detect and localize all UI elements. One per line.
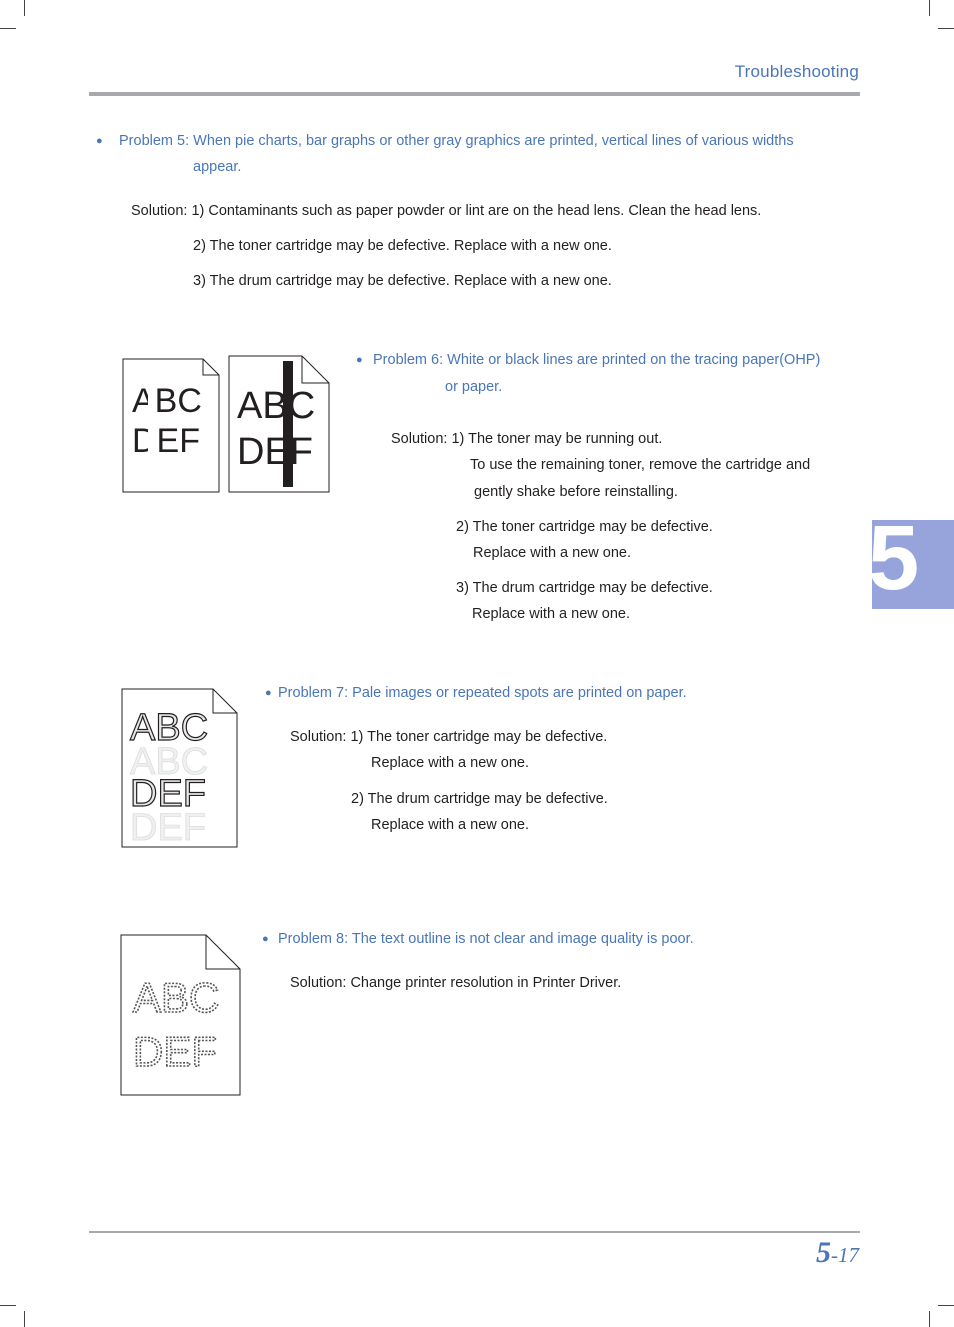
problem-6-solution-3: 3) The drum cartridge may be defective.: [456, 580, 713, 596]
problem-8-illustration: ABC DEF: [120, 934, 241, 1096]
sample-text-abc: ABC: [133, 974, 219, 1021]
problem-5-title: Problem 5: When pie charts, bar graphs o…: [119, 133, 794, 149]
crop-mark: [24, 0, 25, 16]
problem-6-solution-3-detail: Replace with a new one.: [472, 606, 630, 622]
crop-mark: [24, 1311, 25, 1327]
page-number: 5-17: [816, 1236, 859, 1270]
problem-7-solution-2-detail: Replace with a new one.: [371, 817, 529, 833]
problem-6-solution-2-detail: Replace with a new one.: [473, 545, 631, 561]
sample-text-abc: ABC: [132, 382, 202, 420]
problem-5-solution-2: 2) The toner cartridge may be defective.…: [193, 238, 612, 254]
sample-text-abc-ghost: ABC: [130, 741, 208, 783]
crop-mark: [929, 0, 930, 16]
problem-7-solution-1-detail: Replace with a new one.: [371, 755, 529, 771]
sample-text-def: DEF: [130, 773, 206, 815]
page-number-page: -17: [831, 1243, 859, 1267]
page-number-chapter: 5: [816, 1236, 831, 1269]
problem-7-solution-2: 2) The drum cartridge may be defective.: [351, 791, 608, 807]
chapter-tab-label: 5: [872, 520, 920, 609]
problem-7-solution-1: Solution: 1) The toner cartridge may be …: [290, 729, 608, 745]
problem-8-solution: Solution: Change printer resolution in P…: [290, 975, 622, 991]
problem-6-solution-2: 2) The toner cartridge may be defective.: [456, 519, 713, 535]
svg-text:DEF: DEF: [237, 431, 313, 473]
crop-mark: [938, 1305, 954, 1306]
svg-text:ABC: ABC: [237, 385, 315, 427]
section-title: Troubleshooting: [734, 62, 859, 81]
bullet-icon: ●: [262, 933, 269, 945]
problem-5-solution-3: 3) The drum cartridge may be defective. …: [193, 273, 612, 289]
problem-6-illustration: ABC DEF ABC DEF: [122, 355, 330, 493]
bullet-icon: ●: [356, 354, 363, 366]
problem-7-illustration: ABC ABC DEF DEF: [121, 688, 238, 849]
sample-text-def: DEF: [133, 1028, 217, 1075]
problem-8-title: Problem 8: The text outline is not clear…: [278, 931, 694, 947]
page-sample-white-line: ABC DEF: [122, 358, 220, 493]
problem-6-title-cont: or paper.: [445, 379, 503, 395]
sample-text-def: DEF: [132, 422, 200, 460]
chapter-tab: 5: [872, 520, 954, 609]
bullet-icon: ●: [96, 135, 103, 147]
crop-mark: [938, 28, 954, 29]
problem-6-solution-1-detail-cont: gently shake before reinstalling.: [474, 484, 678, 500]
footer-rule: [89, 1231, 860, 1233]
problem-6-title: Problem 6: White or black lines are prin…: [373, 352, 821, 368]
problem-7-title: Problem 7: Pale images or repeated spots…: [278, 685, 687, 701]
problem-6-solution-1-detail: To use the remaining toner, remove the c…: [470, 457, 811, 473]
sample-text-abc: ABC: [130, 707, 208, 749]
sample-text-def-ghost: DEF: [130, 807, 206, 849]
crop-mark: [929, 1311, 930, 1327]
problem-5-title-cont: appear.: [193, 159, 242, 175]
problem-5-solution-1: Solution: 1) Contaminants such as paper …: [131, 203, 762, 219]
crop-mark: [0, 1305, 16, 1306]
header-rule: [89, 92, 860, 96]
crop-mark: [0, 28, 16, 29]
problem-6-solution-1: Solution: 1) The toner may be running ou…: [391, 431, 663, 447]
bullet-icon: ●: [265, 687, 272, 699]
page-sample-black-line: ABC DEF: [228, 355, 330, 493]
